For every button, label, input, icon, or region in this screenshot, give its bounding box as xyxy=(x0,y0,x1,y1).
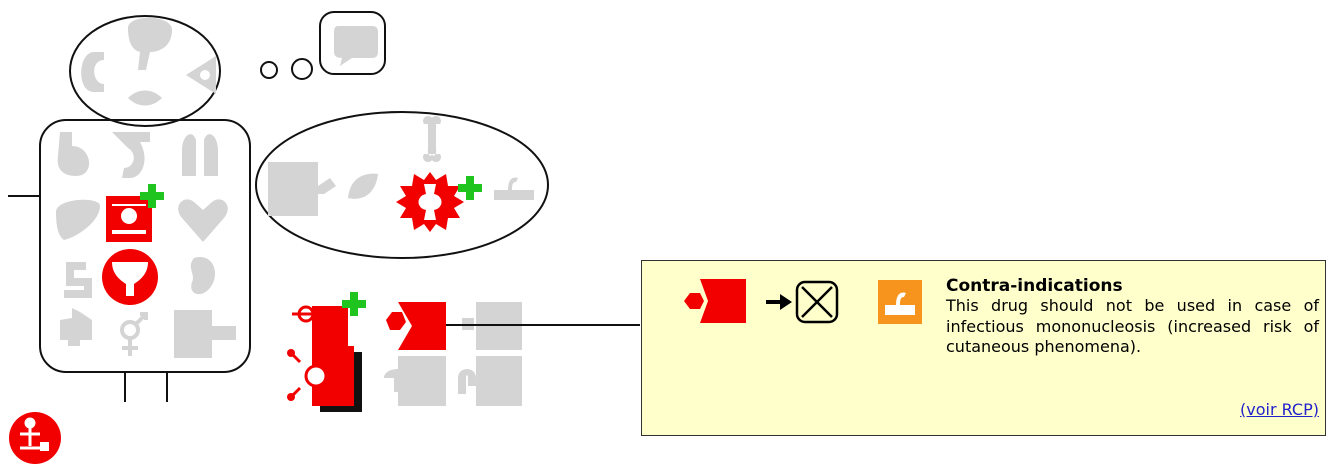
mouth-icon[interactable] xyxy=(128,90,162,106)
thought-dot-medium xyxy=(291,58,313,80)
virus-cell-icon xyxy=(684,279,746,323)
plus-icon xyxy=(140,184,164,208)
ear-icon[interactable] xyxy=(81,52,104,92)
virus-cell-icon[interactable] xyxy=(386,302,446,350)
contraindicated-icon xyxy=(795,280,839,324)
tooltip-body: This drug should not be used in case of … xyxy=(946,296,1319,356)
pregnancy-box-icon xyxy=(40,442,49,451)
torso-outline xyxy=(39,119,251,373)
endocrine-icon-band xyxy=(112,204,146,206)
plus-icon-joint xyxy=(458,176,482,200)
bone-icon[interactable] xyxy=(423,116,441,162)
uterus-icon xyxy=(112,262,148,296)
intestine-icon[interactable] xyxy=(64,262,92,298)
lungs-icon[interactable] xyxy=(182,134,218,176)
fungus-icon[interactable] xyxy=(384,356,446,406)
worm-icon[interactable] xyxy=(458,356,522,406)
kidney-icon[interactable] xyxy=(190,257,216,295)
arrow-right-icon xyxy=(766,294,792,310)
gender-icon[interactable] xyxy=(120,312,148,356)
endocrine-icon-band-bottom xyxy=(112,230,146,234)
skin-icon[interactable] xyxy=(494,177,534,201)
body-map xyxy=(8,11,640,464)
liver-icon[interactable] xyxy=(56,199,100,240)
plus-icon-infection xyxy=(342,292,366,316)
pregnancy-figure-icon xyxy=(20,417,40,450)
speech-bubble-icon[interactable] xyxy=(334,26,378,66)
thought-dot-small xyxy=(260,61,278,79)
contraindications-tooltip: Contra-indications This drug should not … xyxy=(641,260,1326,436)
pancreas-icon[interactable] xyxy=(60,308,92,346)
joint-bone-icon xyxy=(418,184,442,220)
tooltip-title: Contra-indications xyxy=(946,276,1123,296)
heart-icon[interactable] xyxy=(178,199,228,242)
skin-icon xyxy=(878,280,922,324)
bladder-icon[interactable] xyxy=(112,132,150,178)
thought-box xyxy=(319,11,386,75)
pregnancy-icon[interactable] xyxy=(9,412,61,464)
infection-icon[interactable] xyxy=(292,305,348,350)
eye-icon[interactable] xyxy=(186,56,216,94)
muscle-tissue-icon[interactable] xyxy=(268,162,336,216)
stomach-icon[interactable] xyxy=(57,132,90,176)
tooltip-icons xyxy=(684,279,922,324)
brain-icon[interactable] xyxy=(128,17,172,70)
nerve-icon[interactable] xyxy=(348,173,378,199)
head-outline xyxy=(69,15,221,127)
parasite-icon[interactable] xyxy=(287,346,362,412)
locomotor-outline xyxy=(255,111,549,259)
blood-icon[interactable] xyxy=(174,310,236,358)
endocrine-icon-hole xyxy=(121,208,137,224)
voir-rcp-link[interactable]: (voir RCP) xyxy=(1240,400,1319,419)
